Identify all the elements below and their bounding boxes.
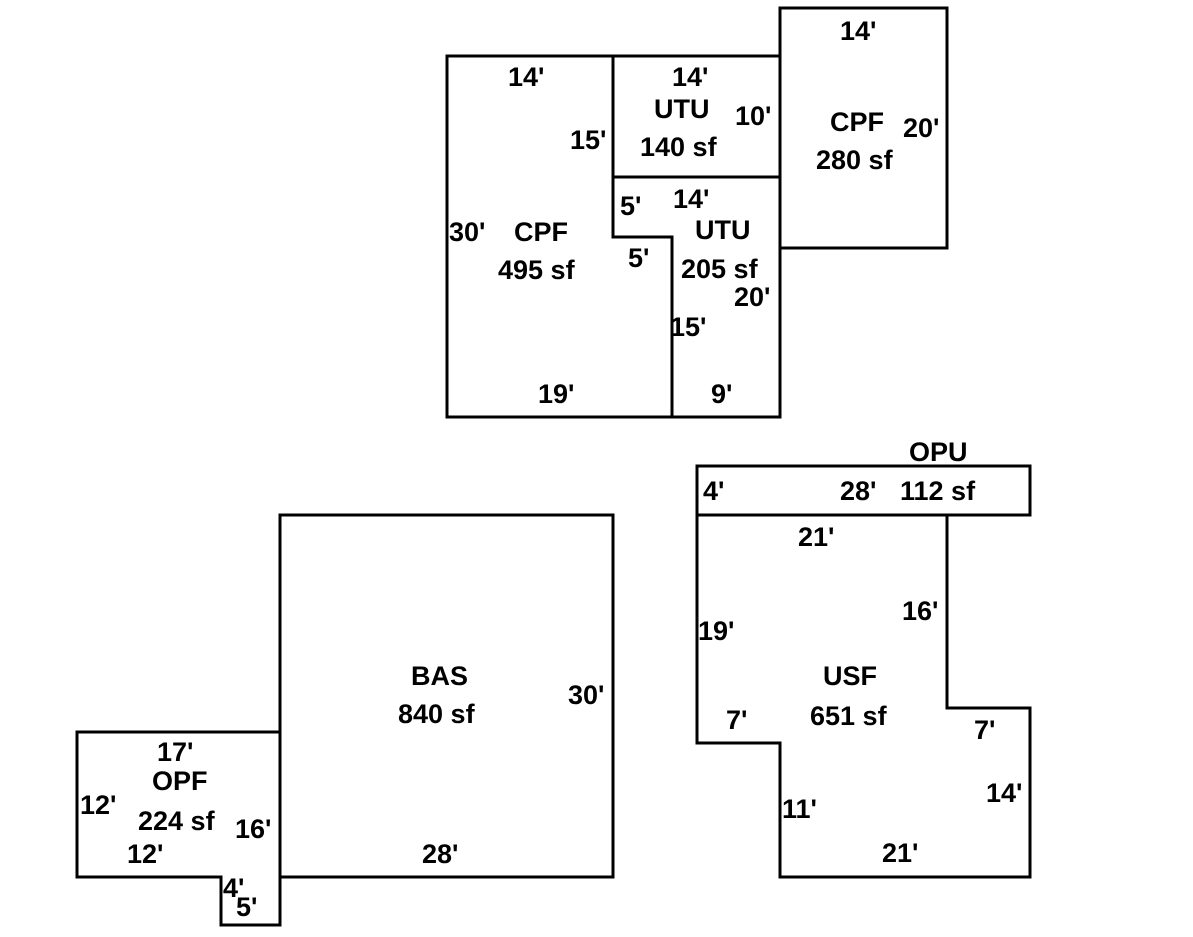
bas-840-area: BAS 840 sf 30' 28' bbox=[398, 661, 604, 869]
dimension-label: 19' bbox=[698, 616, 734, 646]
dimension-label: 14' bbox=[673, 184, 709, 214]
dimension-label: 15' bbox=[670, 312, 706, 342]
area-code-label: OPU bbox=[909, 437, 968, 467]
dimension-label: 4' bbox=[703, 476, 724, 506]
dimension-label: 21' bbox=[882, 838, 918, 868]
dimension-label: 28' bbox=[422, 839, 458, 869]
area-size-label: 224 sf bbox=[138, 806, 216, 836]
dimension-label: 5' bbox=[628, 243, 649, 273]
dimension-label: 28' bbox=[840, 476, 876, 506]
area-size-label: 140 sf bbox=[640, 132, 718, 162]
dimension-label: 7' bbox=[974, 715, 995, 745]
area-code-label: UTU bbox=[654, 94, 710, 124]
dimension-label: 17' bbox=[157, 737, 193, 767]
dimension-label: 14' bbox=[672, 62, 708, 92]
dimension-label: 14' bbox=[840, 16, 876, 46]
area-code-label: CPF bbox=[830, 107, 884, 137]
bas-840-outline bbox=[278, 513, 615, 879]
utu-205-area: 14' UTU 205 sf 20' 9' bbox=[673, 184, 770, 409]
dimension-label: 21' bbox=[798, 522, 834, 552]
dimension-label: 15' bbox=[570, 125, 606, 155]
dimension-label: 30' bbox=[449, 217, 485, 247]
area-code-label: OPF bbox=[152, 766, 208, 796]
area-size-label: 840 sf bbox=[398, 699, 476, 729]
dimension-label: 30' bbox=[568, 680, 604, 710]
dimension-label: 16' bbox=[902, 596, 938, 626]
dimension-label: 5' bbox=[620, 191, 641, 221]
opu-112-outline bbox=[695, 464, 1032, 517]
dimension-label: 4' bbox=[223, 873, 244, 903]
cpf-280-area: 14' CPF 280 sf 20' bbox=[816, 16, 939, 175]
area-size-label: 495 sf bbox=[498, 255, 576, 285]
utu-140-area: 14' UTU 140 sf 10' bbox=[640, 62, 771, 162]
dimension-label: 20' bbox=[903, 113, 939, 143]
area-size-label: 280 sf bbox=[816, 145, 894, 175]
usf-651-area: 21' 16' USF 651 sf 7' 14' 21' 11' 7' 19' bbox=[698, 522, 1022, 868]
dimension-label: 12' bbox=[80, 790, 116, 820]
dimension-label: 14' bbox=[986, 778, 1022, 808]
dimension-label: 20' bbox=[734, 282, 770, 312]
area-code-label: BAS bbox=[411, 661, 468, 691]
dimension-label: 16' bbox=[235, 814, 271, 844]
dimension-label: 11' bbox=[782, 794, 817, 824]
opu-112-area: OPU 112 sf 28' 4' bbox=[703, 437, 976, 506]
dimension-label: 19' bbox=[538, 379, 574, 409]
dimension-label: 12' bbox=[127, 839, 163, 869]
cpf-495-area: CPF 495 sf 14' 15' 5' 5' 15' 19' 30' bbox=[449, 62, 706, 409]
area-code-label: USF bbox=[823, 661, 877, 691]
area-size-label: 112 sf bbox=[900, 476, 976, 506]
cpf-280-outline bbox=[778, 6, 949, 250]
area-code-label: CPF bbox=[514, 217, 568, 247]
area-size-label: 651 sf bbox=[810, 701, 888, 731]
dimension-label: 9' bbox=[711, 379, 732, 409]
opf-224-outline bbox=[75, 730, 282, 927]
dimension-label: 5' bbox=[236, 892, 257, 922]
dimension-label: 7' bbox=[726, 705, 747, 735]
utu-205-outline bbox=[611, 175, 782, 419]
dimension-label: 10' bbox=[735, 101, 771, 131]
area-size-label: 205 sf bbox=[681, 254, 759, 284]
opf-224-area: 17' OPF 224 sf 12' 16' 12' 4' 5' bbox=[80, 737, 271, 922]
usf-651-outline bbox=[695, 513, 1032, 879]
dimension-label: 14' bbox=[508, 62, 544, 92]
area-code-label: UTU bbox=[695, 215, 751, 245]
